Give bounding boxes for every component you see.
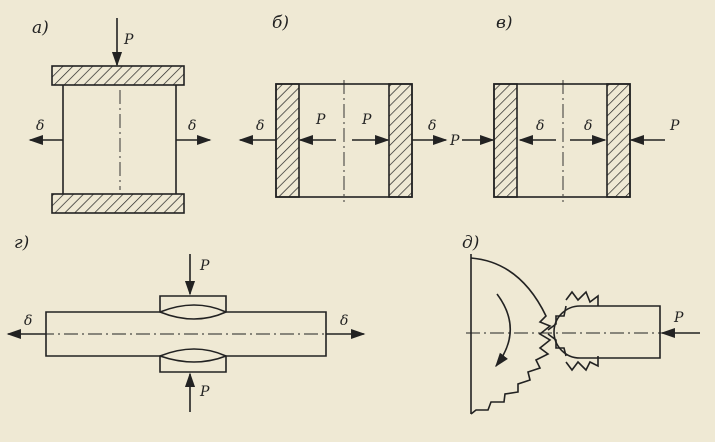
panel-b (238, 80, 448, 202)
wall-right-hatched (606, 83, 631, 198)
label-force-b-right: P (361, 112, 372, 128)
lower-die (159, 348, 227, 373)
label-disp-v-left: δ (536, 118, 544, 134)
upper-die (159, 295, 227, 320)
panel-v (462, 80, 665, 202)
panel-label-a: а) (32, 18, 49, 38)
label-force-b-left: P (315, 112, 326, 128)
label-force-d: P (673, 310, 684, 326)
die-bottom-hatched (51, 193, 185, 214)
gear-rod (553, 305, 661, 359)
label-force-a: P (123, 32, 134, 48)
label-force-b-outer: P (449, 133, 460, 149)
label-disp-a-left: δ (36, 118, 44, 134)
panel-a (28, 18, 212, 214)
label-disp-g-left: δ (24, 313, 32, 329)
label-disp-v-right: δ (584, 118, 592, 134)
rotation-arrow-arc (495, 293, 512, 368)
panel-label-d: д) (462, 233, 479, 253)
panel-d (466, 254, 700, 415)
panel-label-v: в) (496, 13, 513, 33)
panel-label-g: г) (14, 233, 29, 253)
die-top-hatched (51, 65, 185, 86)
label-force-g-top: P (199, 258, 210, 274)
label-disp-b-left: δ (256, 118, 264, 134)
label-force-v-right: P (669, 118, 680, 134)
label-disp-a-right: δ (188, 118, 196, 134)
label-disp-b-right: δ (428, 118, 436, 134)
panel-g (6, 254, 366, 412)
wall-left-hatched (275, 83, 300, 198)
gear-teeth (547, 290, 599, 372)
panel-label-b: б) (272, 13, 289, 33)
wall-left-hatched (493, 83, 518, 198)
wall-right-hatched (388, 83, 413, 198)
label-force-g-bottom: P (199, 384, 210, 400)
bar-workpiece (45, 304, 327, 363)
label-disp-g-right: δ (340, 313, 348, 329)
toothed-sector (470, 257, 552, 415)
